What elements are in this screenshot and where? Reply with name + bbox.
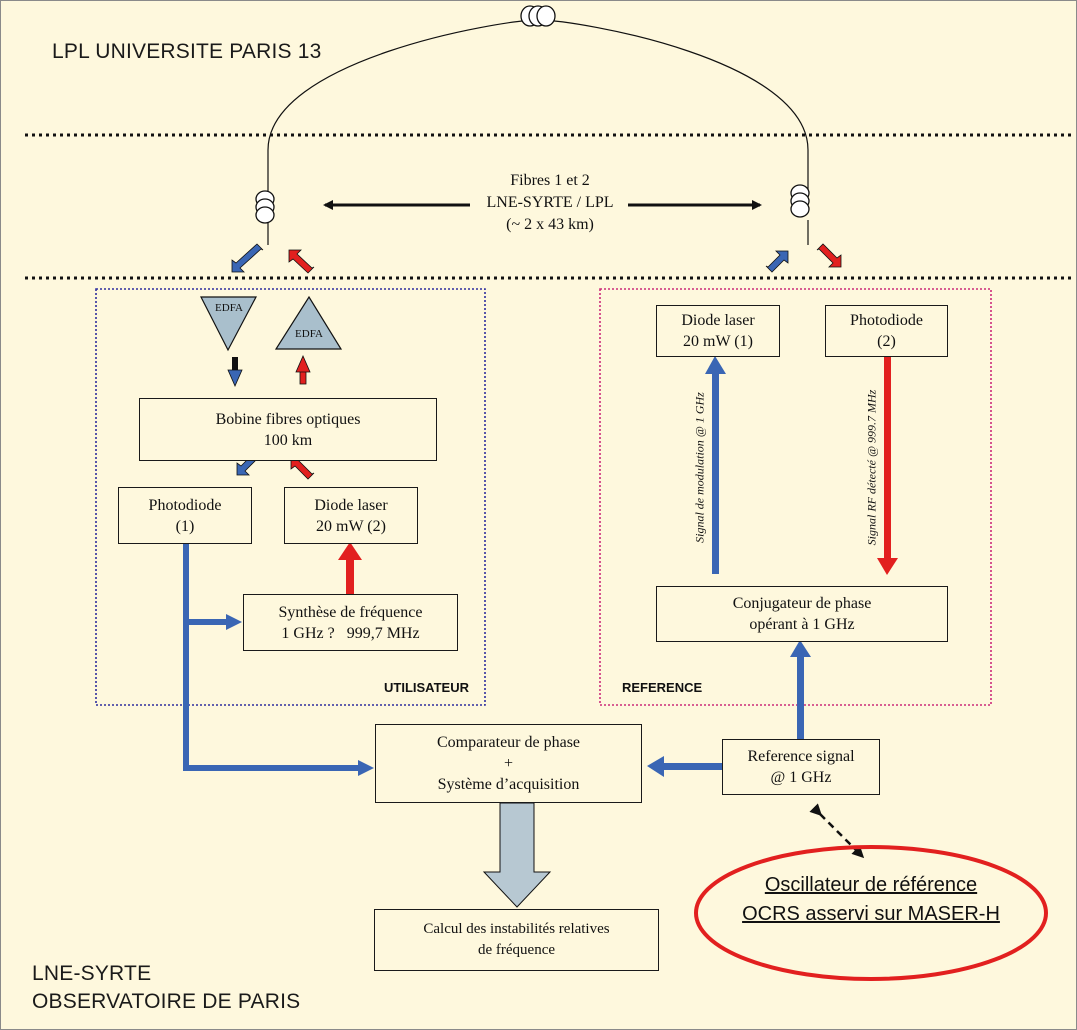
reference-red-down-shaft	[884, 356, 891, 560]
blue-diag-arrow-left-icon	[231, 243, 264, 273]
diode-laser1-line2: 20 mW (1)	[683, 333, 753, 350]
refsig-to-comp-head	[647, 756, 664, 777]
reference-group	[599, 288, 992, 706]
fiber-coil-right-icon	[790, 184, 810, 218]
utilisateur-group	[95, 288, 486, 706]
refsig-to-conj-shaft	[797, 655, 804, 740]
diode-laser2-box: Diode laser 20 mW (2)	[284, 487, 418, 544]
synthese-box: Synthèse de fréquence 1 GHz ? 999,7 MHz	[243, 594, 458, 651]
refsig-to-comp-shaft	[662, 763, 722, 770]
top-region-title: LPL UNIVERSITE PARIS 13	[52, 40, 322, 63]
bobine-box: Bobine fibres optiques 100 km	[139, 398, 437, 461]
oscillateur-oval	[694, 845, 1048, 981]
calcul-line1: Calcul des instabilités relatives	[423, 921, 610, 937]
fibres-label-line2: LNE-SYRTE / LPL	[486, 194, 614, 211]
fibres-label: Fibres 1 et 2 LNE-SYRTE / LPL (~ 2 x 43 …	[470, 170, 630, 236]
reference-label: REFERENCE	[622, 680, 703, 695]
refsig-to-conj-head	[790, 640, 811, 657]
photodiode1-box: Photodiode (1)	[118, 487, 252, 544]
comp-to-calcul-gray-arrow	[482, 802, 552, 908]
reference-blue-up-shaft	[712, 372, 719, 574]
bobine-line2: 100 km	[263, 431, 313, 449]
comparateur-line3: Système d’acquisition	[437, 776, 580, 793]
synthese-line2: 1 GHz ? 999,7 MHz	[281, 624, 420, 642]
fiber-coil-left-icon	[255, 190, 275, 224]
oscillateur-line1: Oscillateur de référence	[764, 874, 978, 896]
photodiode1-line1: Photodiode	[148, 496, 222, 514]
calcul-box: Calcul des instabilités relatives de fré…	[374, 909, 659, 971]
red-diag-arrow-left-icon	[288, 249, 315, 274]
diode-laser1-line1: Diode laser	[681, 312, 755, 329]
synth-to-diode-red-shaft	[346, 558, 354, 594]
modulation-signal-label: Signal de modulation @ 1 GHz	[692, 392, 707, 543]
utilisateur-label: UTILISATEUR	[384, 680, 469, 695]
photodiode1-blue-path	[183, 542, 360, 771]
diode-laser2-line2: 20 mW (2)	[316, 517, 386, 535]
comparateur-line1: Comparateur de phase	[436, 734, 581, 751]
conjugateur-box: Conjugateur de phase opérant à 1 GHz	[656, 586, 948, 642]
fiber-coil-top-icon	[520, 5, 556, 27]
bobine-line1: Bobine fibres optiques	[215, 410, 361, 428]
photodiode1-line2: (1)	[175, 517, 195, 535]
reference-signal-line1: Reference signal	[747, 748, 855, 765]
oscillateur-line2: OCRS asservi sur MASER-H	[742, 903, 1000, 925]
photodiode1-to-synth-head	[226, 614, 242, 630]
photodiode2-box: Photodiode (2)	[825, 305, 948, 357]
edfa-left-label: EDFA	[215, 302, 243, 314]
photodiode2-line1: Photodiode	[850, 312, 923, 329]
bottom-region-title-line1: LNE-SYRTE	[32, 962, 152, 985]
red-diag-arrow-right-icon	[816, 243, 842, 268]
fibre-arc	[267, 19, 809, 195]
blue-diag-arrow-right-icon	[765, 250, 789, 273]
conjugateur-line1: Conjugateur de phase	[732, 595, 872, 612]
reference-red-down-head	[877, 558, 898, 575]
photodiode2-line2: (2)	[877, 333, 896, 350]
fibres-label-line1: Fibres 1 et 2	[510, 172, 590, 189]
diode-laser1-box: Diode laser 20 mW (1)	[656, 305, 780, 357]
calcul-line2: de fréquence	[477, 942, 556, 958]
reference-signal-line2: @ 1 GHz	[770, 769, 832, 786]
edfa-down-triangle	[200, 296, 257, 352]
conjugateur-line2: opérant à 1 GHz	[749, 616, 855, 633]
reference-signal-box: Reference signal @ 1 GHz	[722, 739, 880, 795]
comparateur-line2: +	[503, 755, 514, 772]
edfa-blue-down-arrow-icon	[227, 357, 243, 387]
rf-signal-label: Signal RF détecté @ 999.7 MHz	[864, 389, 879, 546]
synthese-line1: Synthèse de fréquence	[278, 603, 423, 621]
diode-laser2-line1: Diode laser	[314, 496, 388, 514]
edfa-up-triangle	[274, 295, 343, 350]
reference-blue-up-head	[705, 356, 726, 374]
photodiode1-blue-head	[358, 760, 374, 776]
comparateur-box: Comparateur de phase + Système d’acquisi…	[375, 724, 642, 803]
fibres-label-line3: (~ 2 x 43 km)	[506, 216, 594, 233]
edfa-right-label: EDFA	[295, 328, 323, 340]
bottom-region-title-line2: OBSERVATOIRE DE PARIS	[32, 990, 301, 1013]
synth-to-diode-red-head	[338, 542, 362, 560]
edfa-red-up-arrow-icon	[295, 355, 311, 385]
